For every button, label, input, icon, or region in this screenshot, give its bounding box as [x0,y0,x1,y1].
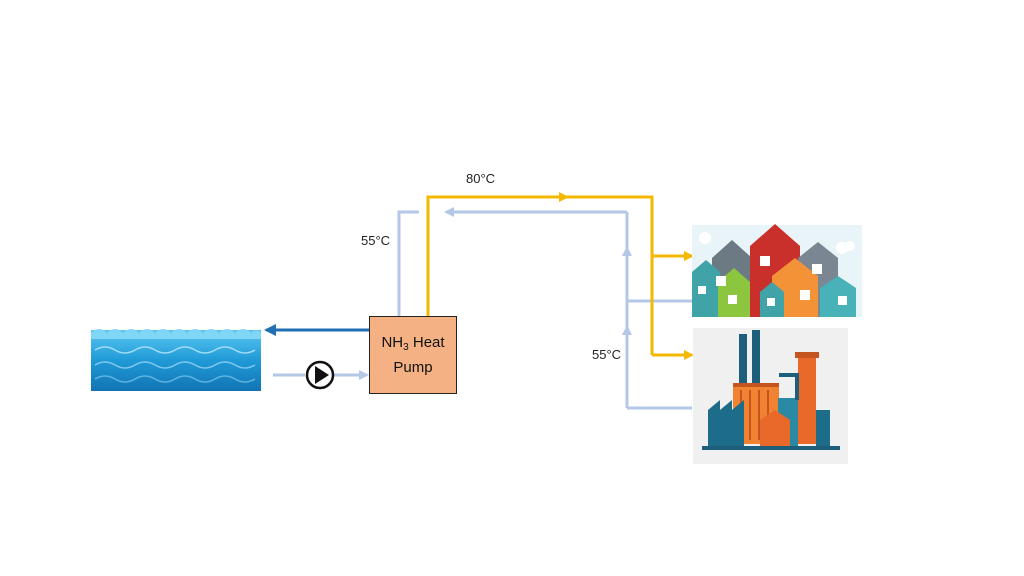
factory-image [693,328,848,464]
heat-pump-box: NH3 Heat Pump [369,316,457,394]
sea-water-image [91,329,261,391]
return-temperature-label-top: 55°C [361,233,391,248]
supply-temperature-label: 80°C [466,171,496,186]
pump-icon [305,360,335,390]
houses-image [692,224,862,317]
return-temperature-label-right: 55°C [592,347,622,362]
heat-pump-label-line1: NH3 Heat [381,333,445,353]
heat-pump-label-line2: Pump [393,358,433,376]
supply-line [426,192,694,360]
return-line [397,207,692,410]
